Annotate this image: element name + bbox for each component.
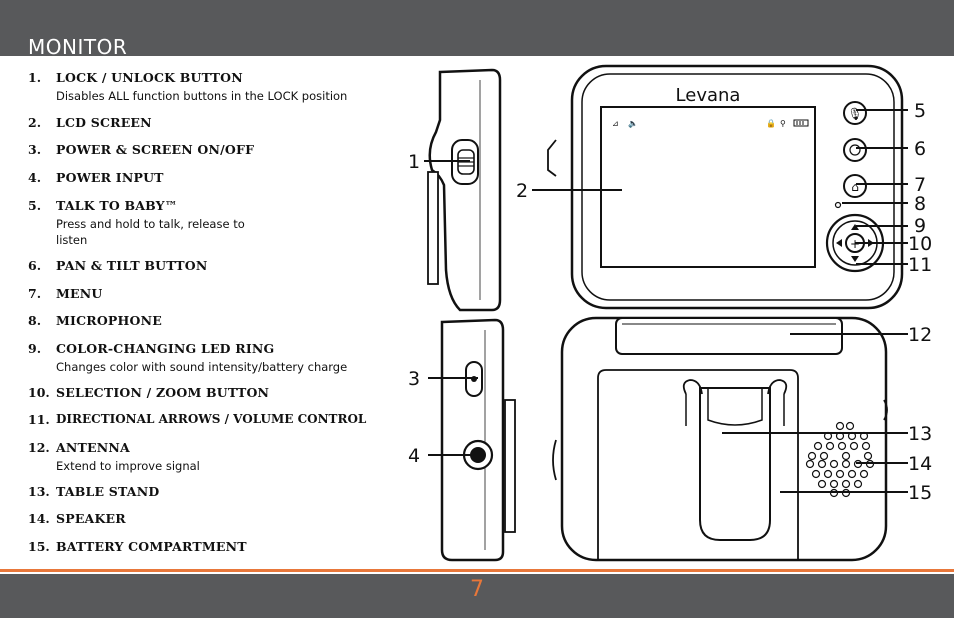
- arrow-left-icon: [836, 239, 842, 247]
- battery-compartment: [597, 369, 799, 560]
- callout-number: 8: [914, 193, 926, 215]
- part-name: MENU: [56, 286, 103, 301]
- side-view-bottom: [440, 318, 516, 562]
- part-description: Changes color with sound intensity/batte…: [56, 360, 348, 374]
- speaker-icon: 🔈: [628, 119, 638, 128]
- callout-number: 13: [908, 423, 932, 445]
- lock-icon: 🔒: [766, 119, 776, 128]
- signal-icon: ⊿: [612, 119, 619, 128]
- part-name: POWER & SCREEN ON/OFF: [56, 142, 255, 157]
- callout-number: 3: [408, 368, 420, 390]
- callout-number: 10: [908, 233, 932, 255]
- part-number: 8.: [28, 313, 42, 328]
- part-number: 4.: [28, 170, 42, 185]
- footer-divider: [0, 569, 954, 572]
- camera-icon: ⚲: [780, 119, 786, 128]
- callout-number: 6: [914, 138, 926, 160]
- callout-number: 11: [908, 254, 932, 276]
- part-name: TALK TO BABY™: [56, 198, 178, 213]
- callout-numbers: 1 2 3 4 5 6 7 8 9 10 11 12 13 14 15: [408, 100, 932, 504]
- callout-lines: [424, 109, 908, 493]
- part-name: BATTERY COMPARTMENT: [56, 539, 247, 554]
- callout-number: 15: [908, 482, 932, 504]
- part-description: Extend to improve signal: [56, 459, 200, 473]
- section-title: MONITOR: [28, 35, 128, 59]
- part-name: LCD SCREEN: [56, 115, 152, 130]
- part-name: LOCK / UNLOCK BUTTON: [56, 70, 243, 85]
- part-number: 2.: [28, 115, 42, 130]
- back-view: [552, 316, 888, 562]
- menu-button: [843, 174, 867, 198]
- home-icon: ⌂: [851, 180, 859, 194]
- part-number: 1.: [28, 70, 42, 85]
- callout-number: 7: [914, 174, 926, 196]
- antenna: [615, 317, 843, 355]
- brand-logo: Levana: [676, 85, 741, 106]
- header-bar: [0, 0, 954, 56]
- callout-number: 5: [914, 100, 926, 122]
- page-number: 7: [470, 577, 484, 602]
- pan-tilt-button: [843, 138, 867, 162]
- front-view: Levana ⊿ 🔈 🔒 ⚲ 🎙 ⌂ +: [547, 64, 904, 310]
- callout-number: 4: [408, 445, 420, 467]
- part-name: DIRECTIONAL ARROWS / VOLUME CONTROL: [56, 412, 367, 426]
- part-name: PAN & TILT BUTTON: [56, 258, 208, 273]
- footer-bar: [0, 574, 954, 618]
- part-name: SPEAKER: [56, 511, 126, 526]
- part-number: 7.: [28, 286, 42, 301]
- part-number: 12.: [28, 440, 50, 455]
- callout-number: 9: [914, 215, 926, 237]
- arrow-down-icon: [851, 256, 859, 262]
- part-description: Press and hold to talk, release to liste…: [56, 217, 245, 247]
- talk-button: [843, 101, 867, 125]
- part-number: 15.: [28, 539, 50, 554]
- arrow-up-icon: [851, 224, 859, 230]
- part-name: POWER INPUT: [56, 170, 164, 185]
- speaker-grille: [805, 421, 875, 498]
- battery-icon: [793, 119, 809, 127]
- callout-number: 12: [908, 324, 932, 346]
- part-number: 6.: [28, 258, 42, 273]
- side-view-top: [427, 68, 502, 312]
- part-number: 3.: [28, 142, 42, 157]
- part-description: Disables ALL function buttons in the LOC…: [56, 89, 348, 103]
- part-name: MICROPHONE: [56, 313, 162, 328]
- pan-tilt-icon: [849, 144, 861, 156]
- part-number: 9.: [28, 341, 42, 356]
- microphone-hole: [834, 201, 842, 209]
- part-number: 10.: [28, 385, 50, 400]
- part-name: SELECTION / ZOOM BUTTON: [56, 385, 270, 400]
- table-stand: [699, 387, 771, 541]
- part-number: 13.: [28, 484, 50, 499]
- callout-number: 1: [408, 151, 420, 173]
- part-name: TABLE STAND: [56, 484, 160, 499]
- callout-number: 2: [516, 180, 528, 202]
- callout-number: 14: [908, 453, 932, 475]
- part-name: ANTENNA: [56, 440, 130, 455]
- part-number: 14.: [28, 511, 50, 526]
- part-name: COLOR-CHANGING LED RING: [56, 341, 275, 356]
- part-number: 5.: [28, 198, 42, 213]
- part-number: 11.: [28, 412, 50, 427]
